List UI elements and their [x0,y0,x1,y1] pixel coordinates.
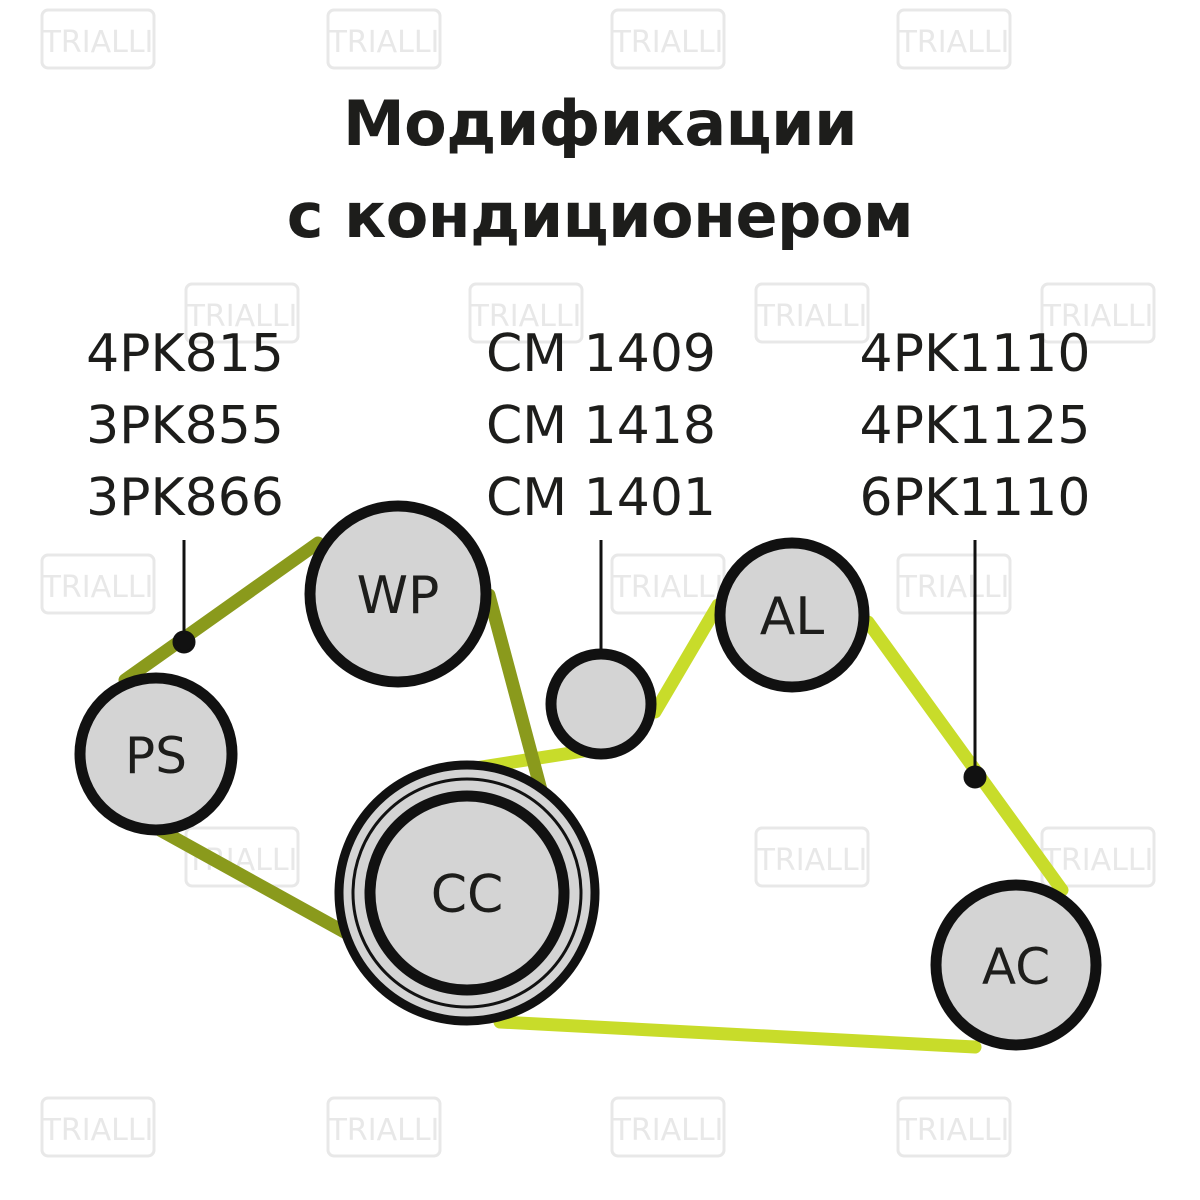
watermark-text: TRIALLI [898,570,1010,605]
part-list-left: 4PK815 3PK855 3PK866 [20,318,350,534]
watermark-logo: TRIALLI [40,553,156,615]
watermark-logo: TRIALLI [326,1096,442,1158]
watermark-logo: TRIALLI [896,553,1012,615]
pulleys: WP AL PS CC AC [74,500,1102,1051]
pointer-dot [963,765,987,789]
pulley-ac: AC [930,879,1102,1051]
watermark-text: TRIALLI [470,299,582,334]
watermark-logo: TRIALLI [326,8,442,70]
watermark-text: TRIALLI [756,843,868,878]
belt-segment [648,598,725,719]
watermark-text: TRIALLI [186,299,298,334]
watermark-text: TRIALLI [328,1113,440,1148]
watermark-text: TRIALLI [328,25,440,60]
pulley-label: AL [760,587,825,647]
watermark-logo: TRIALLI [754,826,870,888]
watermark-logo: TRIALLI [184,282,300,344]
pointer-dot [172,630,196,654]
watermark-text: TRIALLI [42,25,154,60]
pulley-label: CC [431,865,504,925]
part-number: CM 1418 [485,396,717,456]
part-number: 3PK866 [86,468,284,528]
part-number: CM 1401 [485,468,717,528]
part-number: 4PK815 [86,324,284,384]
pulley-al: AL [714,537,870,693]
pulley-label: PS [125,727,187,785]
watermark-text: TRIALLI [1042,299,1154,334]
watermark-logo: TRIALLI [610,8,726,70]
pulley-label: WP [357,566,440,626]
title-line: Модификации [342,87,858,160]
pulley-wp: WP [304,500,492,688]
watermark-text: TRIALLI [612,570,724,605]
belt-segment [118,536,325,687]
watermark-logo: TRIALLI [896,1096,1012,1158]
page-title: Модификации с кондиционером [0,78,1200,262]
belt-segment [861,615,1069,897]
part-number: 4PK1110 [859,324,1091,384]
watermark-logo: TRIALLI [610,1096,726,1158]
watermark-logo: TRIALLI [896,8,1012,70]
part-list-middle: CM 1409 CM 1418 CM 1401 [436,318,766,534]
watermark-text: TRIALLI [42,570,154,605]
part-number: 3PK855 [86,396,284,456]
watermark-logo: TRIALLI [1040,282,1156,344]
pulley-tensioner [545,648,657,760]
pulley-cc: CC [334,760,600,1026]
belt-segment [493,1015,982,1054]
watermark-text: TRIALLI [898,25,1010,60]
title-line: с кондиционером [286,179,914,252]
part-number: 4PK1125 [859,396,1091,456]
watermark-logo: TRIALLI [40,8,156,70]
pulley-ps: PS [74,672,238,836]
watermark-logo: TRIALLI [754,282,870,344]
part-number: 6PK1110 [859,468,1091,528]
watermark-logo: TRIALLI [610,553,726,615]
watermark-text: TRIALLI [898,1113,1010,1148]
part-number: CM 1409 [485,324,717,384]
watermark-text: TRIALLI [612,1113,724,1148]
watermark-text: TRIALLI [612,25,724,60]
watermark-text: TRIALLI [42,1113,154,1148]
watermark-text: TRIALLI [1042,843,1154,878]
watermark-logo: TRIALLI [468,282,584,344]
watermark-logo: TRIALLI [40,1096,156,1158]
watermark-text: TRIALLI [756,299,868,334]
pulley-label: AC [982,938,1050,996]
watermark-layer: TRIALLI TRIALLI TRIALLI TRIALLI TRIALLI … [40,8,1156,1158]
watermark-logo: TRIALLI [1040,826,1156,888]
part-list-right: 4PK1110 4PK1125 6PK1110 [810,318,1140,534]
